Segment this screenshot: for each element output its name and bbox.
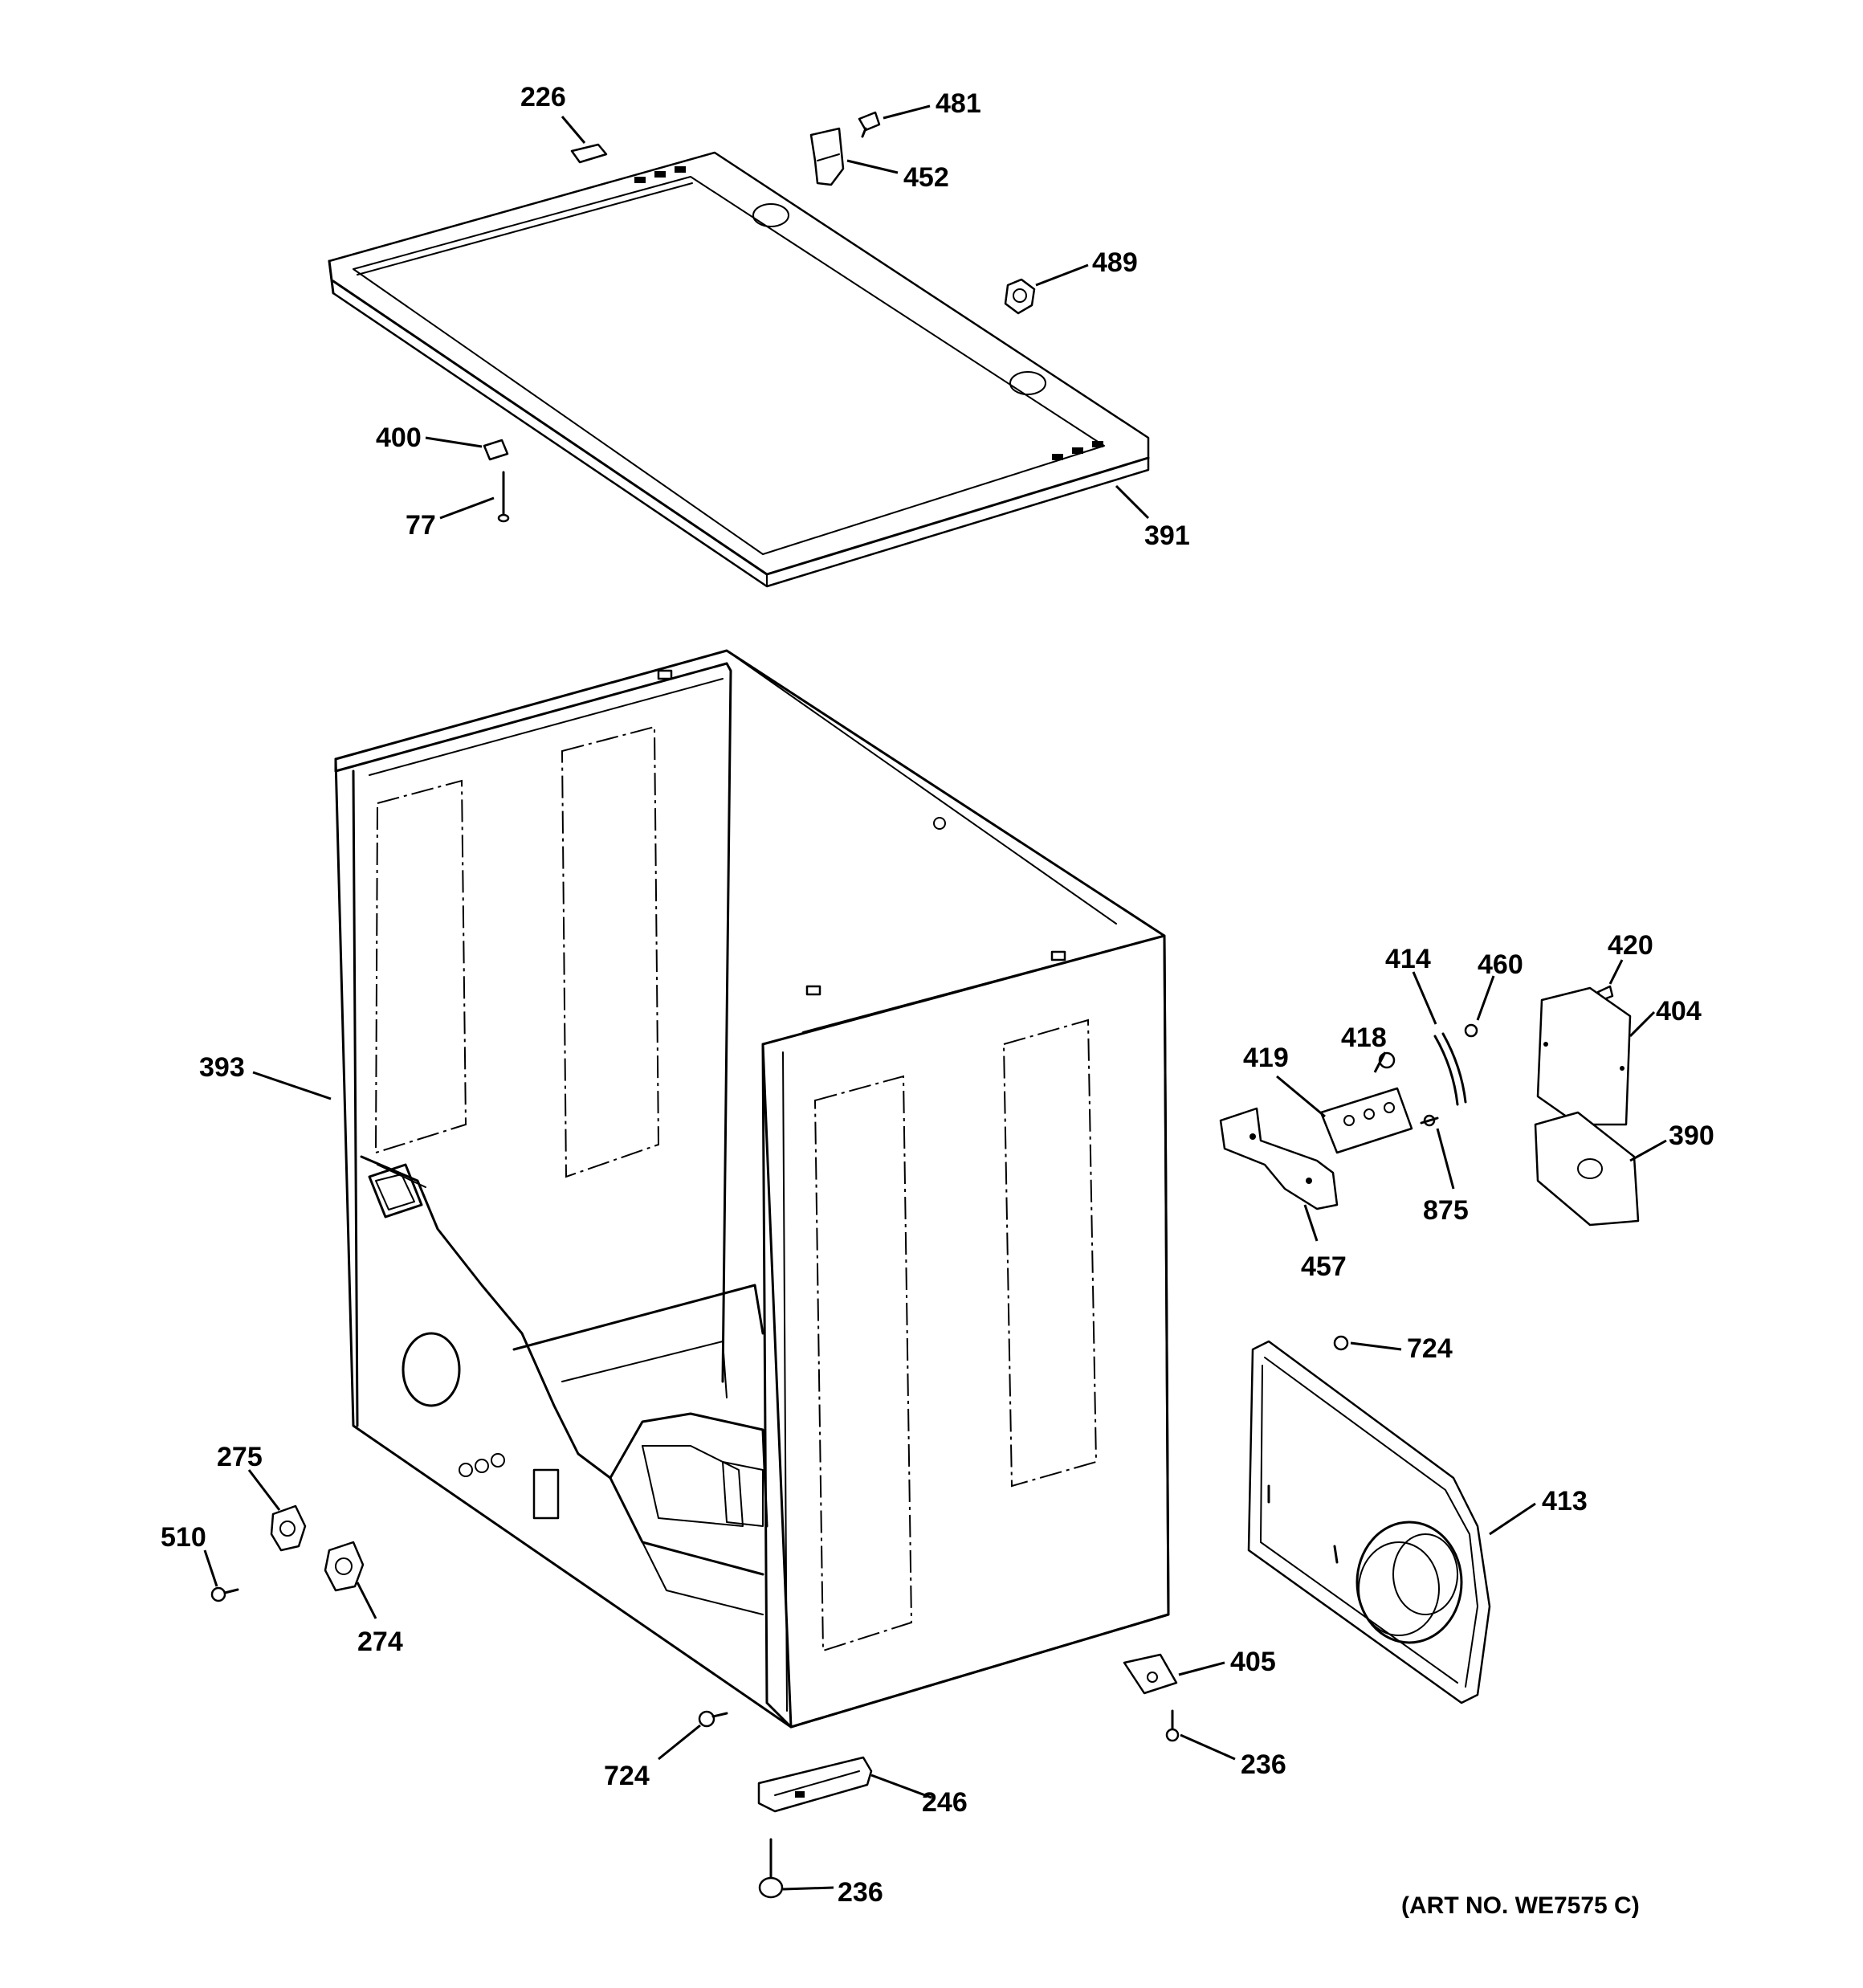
top-panel [328, 151, 1150, 588]
label-419: 419 [1243, 1043, 1289, 1073]
label-400: 400 [376, 423, 422, 453]
screw-481 [858, 111, 881, 138]
label-875: 875 [1423, 1195, 1469, 1226]
knob-275 [270, 1504, 307, 1552]
bracket-452 [809, 127, 845, 186]
screw-510 [210, 1586, 239, 1602]
strap-414 [1433, 1032, 1467, 1106]
bracket-246 [757, 1756, 873, 1813]
label-77: 77 [406, 510, 436, 541]
part-labels: 226 481 452 489 400 77 391 393 414 460 4… [161, 82, 1714, 1919]
label-510: 510 [161, 1522, 206, 1553]
label-236-right: 236 [1241, 1749, 1286, 1780]
label-724-right: 724 [1407, 1333, 1453, 1364]
label-391: 391 [1144, 520, 1190, 551]
art-number: (ART NO. WE7575 C) [1401, 1892, 1640, 1919]
screw-875 [1420, 1114, 1439, 1127]
label-246: 246 [922, 1787, 968, 1818]
label-390: 390 [1669, 1121, 1714, 1151]
back-panel [1247, 1340, 1491, 1704]
cabinet [334, 649, 1170, 1729]
label-413: 413 [1542, 1486, 1588, 1517]
leg-236-bottom [758, 1838, 784, 1899]
bracket-405 [1123, 1653, 1178, 1695]
knob-274 [324, 1541, 365, 1592]
screw-724-right [1333, 1335, 1349, 1351]
terminal-block-418 [1319, 1051, 1413, 1154]
label-418: 418 [1341, 1023, 1387, 1053]
screw-724-bottom [698, 1710, 728, 1728]
label-724-bottom: 724 [604, 1761, 650, 1791]
clip-226 [570, 143, 608, 164]
label-489: 489 [1092, 247, 1138, 278]
label-236-bottom: 236 [838, 1877, 883, 1908]
plate-390 [1534, 1111, 1640, 1227]
label-393: 393 [199, 1052, 245, 1083]
clip-400 [483, 439, 509, 461]
label-414: 414 [1385, 944, 1431, 974]
screw-460 [1464, 1023, 1478, 1038]
label-452: 452 [903, 162, 949, 193]
label-460: 460 [1478, 949, 1523, 980]
knob-489 [1004, 278, 1036, 315]
label-457: 457 [1301, 1251, 1347, 1282]
screw-77 [497, 471, 510, 523]
label-420: 420 [1608, 930, 1653, 961]
label-481: 481 [936, 88, 981, 119]
label-275: 275 [217, 1442, 263, 1472]
label-226: 226 [520, 82, 566, 112]
label-405: 405 [1230, 1647, 1276, 1677]
plate-404 [1536, 986, 1632, 1126]
leader-lines [203, 104, 1667, 1891]
bracket-419 [1219, 1107, 1339, 1210]
screw-236-right [1165, 1709, 1180, 1742]
label-404: 404 [1656, 996, 1702, 1027]
label-274: 274 [357, 1627, 403, 1657]
